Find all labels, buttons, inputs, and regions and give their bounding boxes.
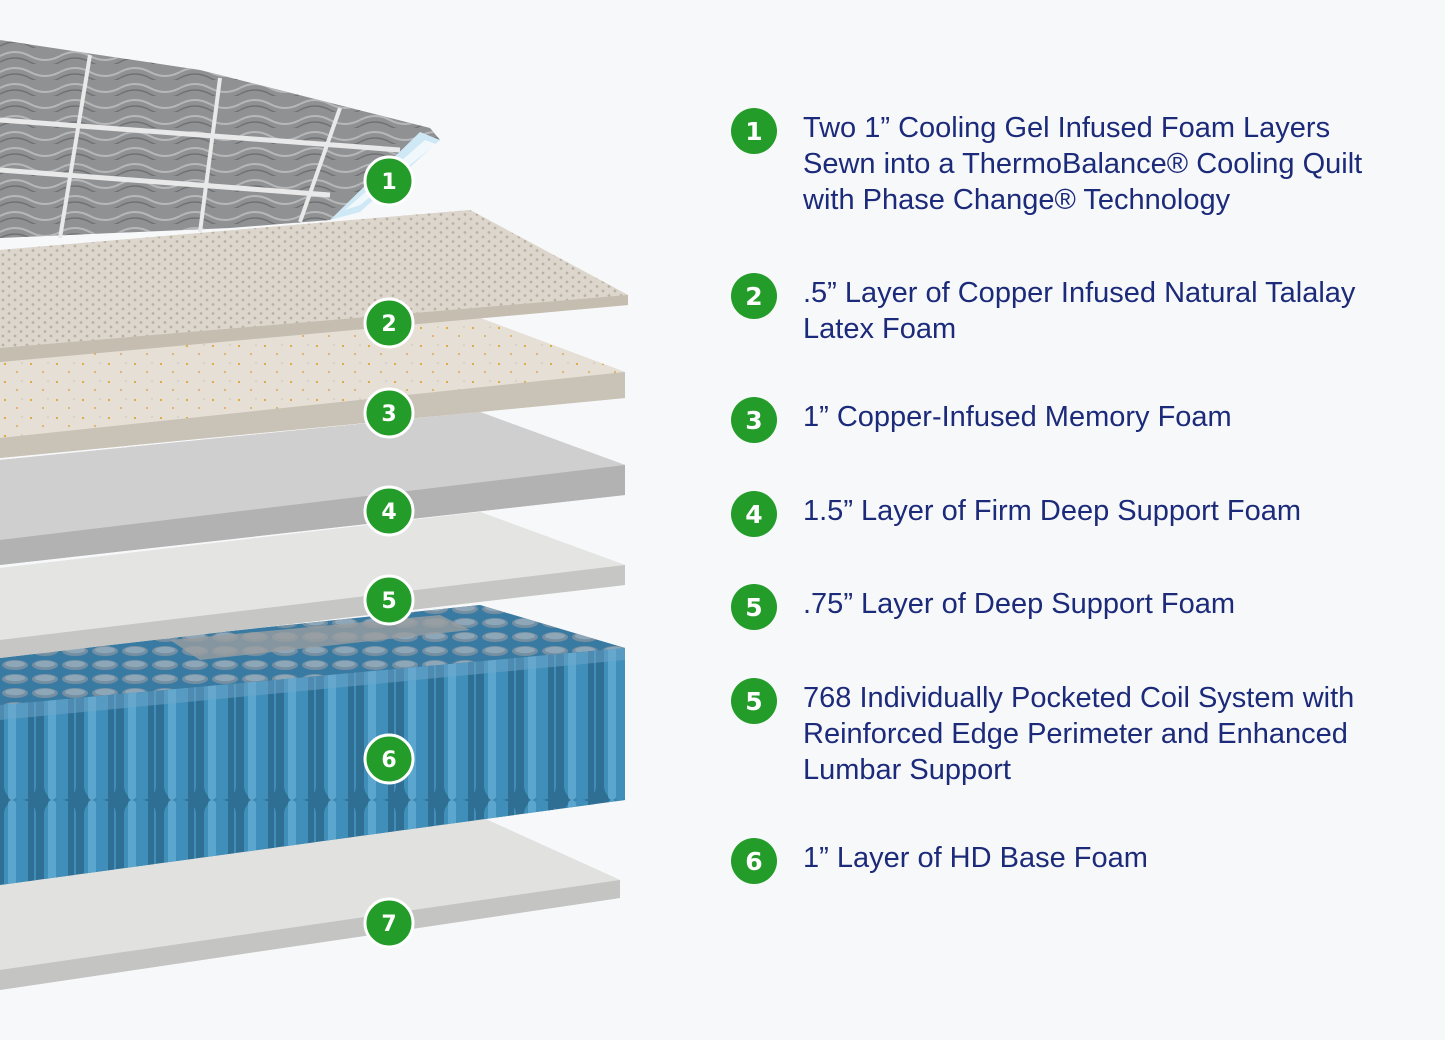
svg-text:1: 1 (381, 170, 396, 195)
svg-text:6: 6 (381, 748, 396, 773)
legend-number-badge: 2 (731, 273, 777, 319)
talalay-latex-layer (0, 210, 628, 362)
legend-number-badge: 1 (731, 108, 777, 154)
legend-line: Sewn into a ThermoBalance® Cooling Quilt (803, 148, 1363, 180)
legend-line: 1” Copper-Infused Memory Foam (803, 401, 1232, 433)
legend-line: .75” Layer of Deep Support Foam (803, 588, 1236, 620)
legend-line: Latex Foam (803, 313, 957, 345)
legend-item-1: 1 Two 1” Cooling Gel Infused Foam Layers… (731, 108, 1421, 218)
svg-text:2: 2 (381, 312, 396, 337)
legend-line: 768 Individually Pocketed Coil System wi… (803, 682, 1355, 714)
legend-number-badge: 4 (731, 491, 777, 537)
deep-support-foam-layer (0, 512, 625, 658)
svg-text:7: 7 (381, 912, 396, 937)
legend-line: Lumbar Support (803, 754, 1011, 786)
legend-description: 1” Copper-Infused Memory Foam (803, 399, 1421, 435)
mattress-layers-illustration: 1 2 3 4 5 6 7 (0, 40, 628, 990)
legend-description: .75” Layer of Deep Support Foam (803, 586, 1421, 622)
legend-description: Two 1” Cooling Gel Infused Foam Layers S… (803, 110, 1421, 218)
marker-6: 6 (363, 733, 415, 785)
legend-description: 768 Individually Pocketed Coil System wi… (803, 680, 1421, 788)
pocketed-coil-layer (0, 605, 625, 885)
marker-5: 5 (363, 574, 415, 626)
svg-text:5: 5 (381, 589, 396, 614)
legend-item-4: 4 1.5” Layer of Firm Deep Support Foam (731, 491, 1421, 537)
legend-item-6: 5 768 Individually Pocketed Coil System … (731, 678, 1421, 788)
legend-line: with Phase Change® Technology (803, 184, 1231, 216)
copper-memory-foam-layer (0, 318, 625, 458)
legend-line: Two 1” Cooling Gel Infused Foam Layers (803, 112, 1331, 144)
marker-7: 7 (363, 897, 415, 949)
legend-description: .5” Layer of Copper Infused Natural Tala… (803, 275, 1421, 347)
legend-item-2: 2 .5” Layer of Copper Infused Natural Ta… (731, 273, 1421, 347)
legend-line: Reinforced Edge Perimeter and Enhanced (803, 718, 1348, 750)
marker-2: 2 (363, 297, 415, 349)
legend-number-badge: 5 (731, 678, 777, 724)
legend-number-badge: 6 (731, 838, 777, 884)
legend-item-3: 3 1” Copper-Infused Memory Foam (731, 397, 1421, 443)
svg-text:4: 4 (381, 500, 396, 525)
cooling-quilt-layer (0, 40, 440, 239)
legend-item-5: 5 .75” Layer of Deep Support Foam (731, 584, 1421, 630)
legend-line: .5” Layer of Copper Infused Natural Tala… (803, 277, 1356, 309)
legend-line: 1.5” Layer of Firm Deep Support Foam (803, 495, 1302, 527)
marker-1: 1 (363, 155, 415, 207)
legend-item-7: 6 1” Layer of HD Base Foam (731, 838, 1421, 884)
svg-text:3: 3 (381, 402, 396, 427)
legend-line: 1” Layer of HD Base Foam (803, 842, 1148, 874)
legend-description: 1.5” Layer of Firm Deep Support Foam (803, 493, 1421, 529)
legend-description: 1” Layer of HD Base Foam (803, 840, 1421, 876)
legend-number-badge: 3 (731, 397, 777, 443)
marker-4: 4 (363, 485, 415, 537)
legend-number-badge: 5 (731, 584, 777, 630)
marker-3: 3 (363, 387, 415, 439)
firm-support-foam-layer (0, 412, 625, 565)
